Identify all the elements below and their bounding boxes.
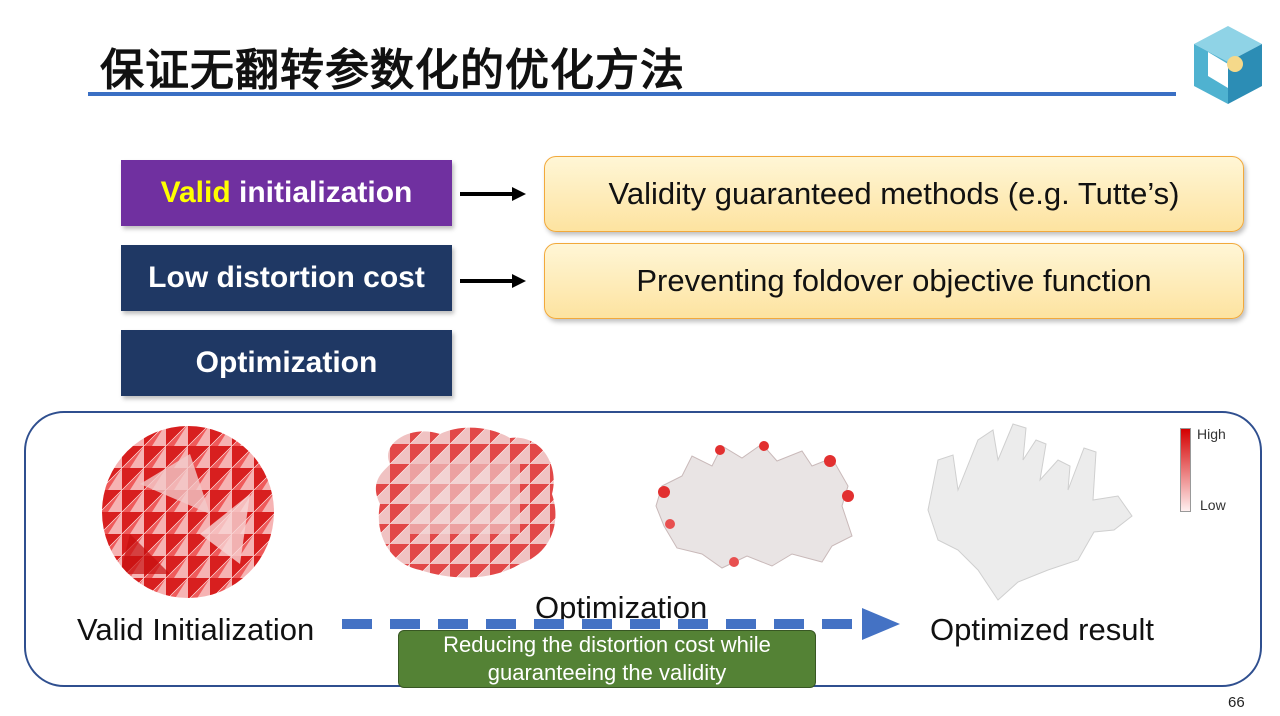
page-title: 保证无翻转参数化的优化方法 bbox=[100, 45, 685, 96]
title-underline bbox=[88, 92, 1176, 96]
cube-logo-icon bbox=[1194, 26, 1262, 104]
optimized-result-mesh-image bbox=[927, 423, 1133, 601]
step-label: initialization bbox=[230, 176, 413, 209]
validity-note-box: Reducing the distortion cost while guara… bbox=[398, 630, 816, 688]
step-optimization: Optimization bbox=[121, 330, 452, 396]
method-preventing-foldover: Preventing foldover objective function bbox=[544, 243, 1244, 319]
right-arrow-icon bbox=[460, 187, 526, 201]
legend-low-label: Low bbox=[1200, 497, 1226, 513]
step-valid-initialization: Valid initialization bbox=[121, 160, 452, 226]
optimizing-mesh-image bbox=[655, 441, 854, 569]
caption-optimized-result: Optimized result bbox=[930, 612, 1154, 647]
page-number: 66 bbox=[1228, 694, 1245, 711]
intermediate-mesh-image bbox=[375, 427, 556, 578]
distortion-legend-bar bbox=[1180, 428, 1191, 512]
step-highlight-word: Valid bbox=[160, 176, 231, 209]
right-arrow-icon bbox=[460, 274, 526, 288]
legend-high-label: High bbox=[1197, 426, 1226, 442]
method-validity-guaranteed: Validity guaranteed methods (e.g. Tutte’… bbox=[544, 156, 1244, 232]
initial-disk-mesh-image bbox=[102, 426, 274, 598]
dashed-arrow-icon bbox=[342, 608, 900, 640]
caption-valid-initialization: Valid Initialization bbox=[77, 612, 315, 647]
step-low-distortion-cost: Low distortion cost bbox=[121, 245, 452, 311]
